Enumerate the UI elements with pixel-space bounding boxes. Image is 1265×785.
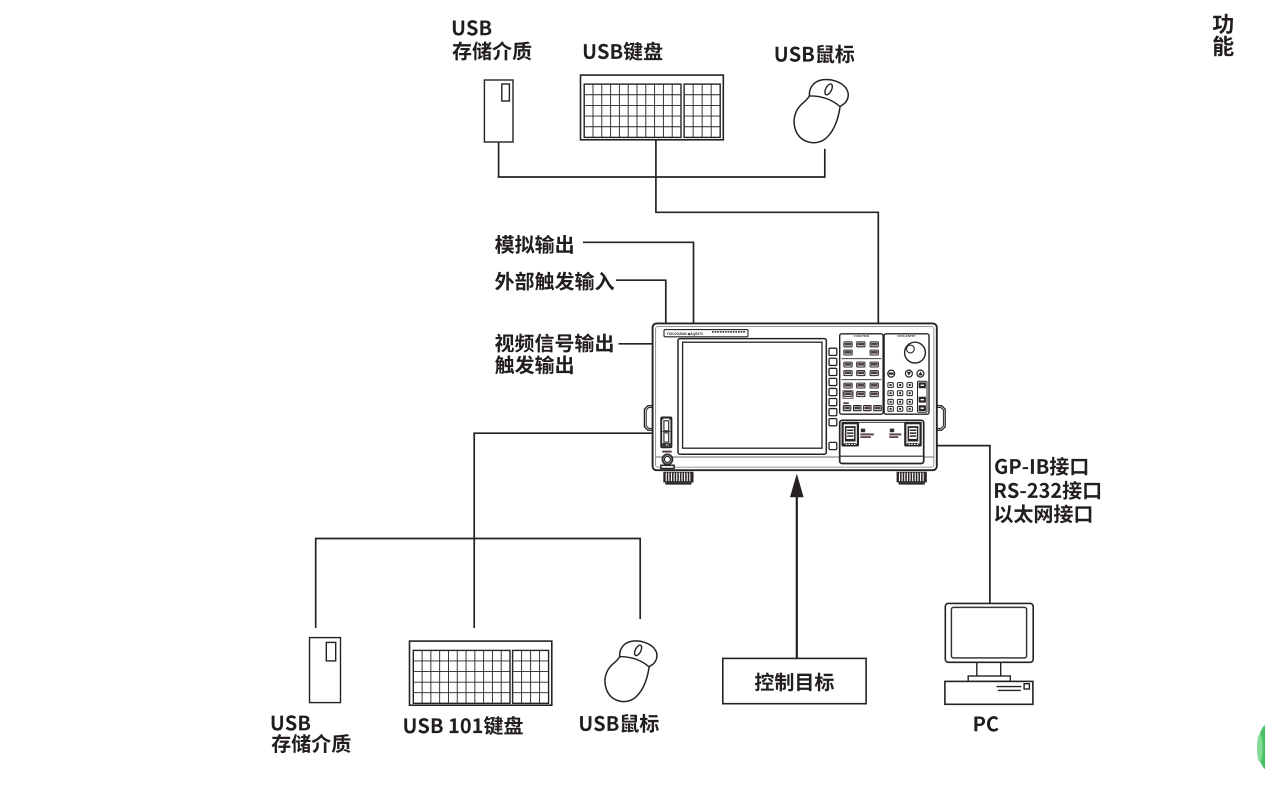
svg-text:YOKOGAWA ◆AQ6370: YOKOGAWA ◆AQ6370 [667,332,704,336]
svg-text:FUNCTION: FUNCTION [854,334,869,338]
svg-text:DATA ENTRY: DATA ENTRY [898,334,916,338]
